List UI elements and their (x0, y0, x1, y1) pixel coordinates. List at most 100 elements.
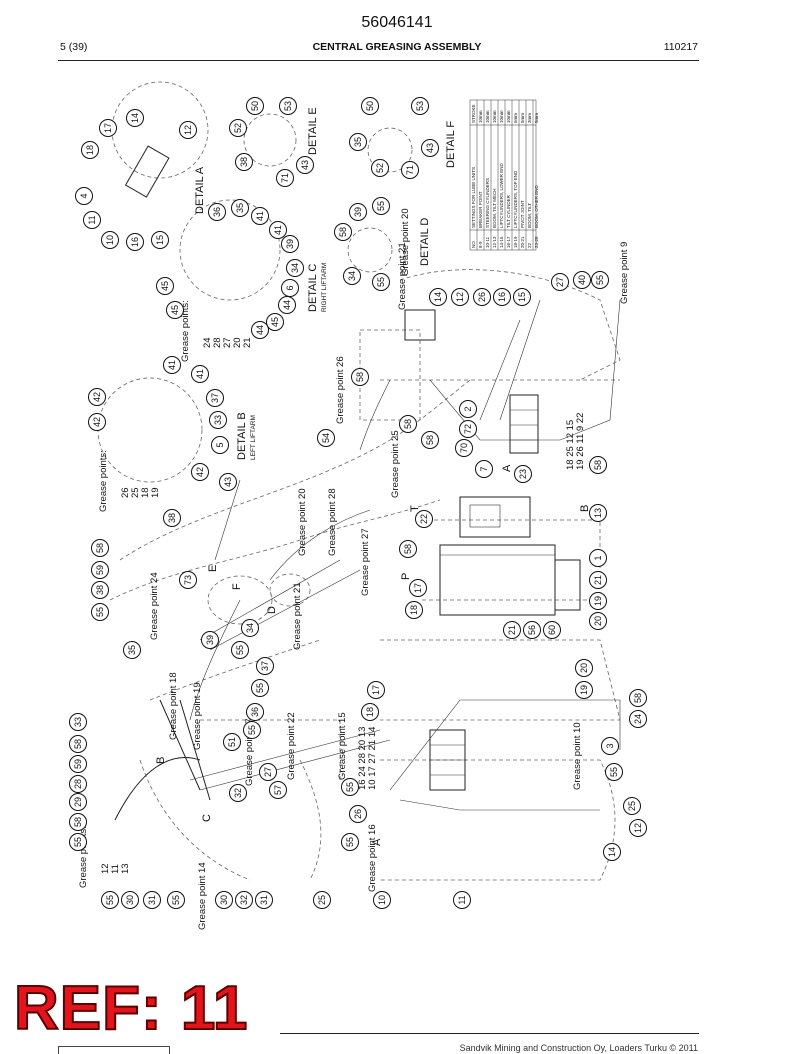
callout-23: 23 (514, 465, 532, 483)
grease-points-list-value: 21 (242, 337, 253, 348)
callout-number: 58 (403, 544, 413, 554)
callout-number: 42 (92, 392, 102, 402)
callout-1: 1 (589, 549, 607, 567)
settings-table-cell: PIVOT JOINT (520, 200, 525, 228)
settings-table-cell: 18-19 (513, 236, 518, 248)
grease-point-14-label: Grease point 14 (197, 862, 208, 930)
callout-71: 71 (401, 161, 419, 179)
view-letter-p: P (400, 573, 412, 580)
grease-points-list-value: 13 (120, 863, 131, 874)
grease-point-15-label: Grease point 15 (337, 712, 348, 780)
callout-55: 55 (251, 679, 269, 697)
callout-number: 44 (282, 300, 292, 310)
callout-number: 31 (259, 895, 269, 905)
callout-number: 17 (103, 123, 113, 133)
callout-number: 28 (73, 779, 83, 789)
callout-number: 10 (377, 895, 387, 905)
callout-29: 29 (69, 793, 87, 811)
header-rule (58, 60, 699, 61)
view-letter-a: A (371, 838, 383, 846)
callout-58: 58 (351, 368, 369, 386)
settings-table-cell: 5mm (534, 113, 539, 123)
view-letter-e: E (207, 565, 219, 572)
grease-points-list-title: Grease points: (180, 300, 191, 362)
callout-number: 29 (73, 797, 83, 807)
grease-points-list-detail-c: Grease points: 24 28 27 20 21 (180, 300, 253, 362)
callout-number: 32 (233, 788, 243, 798)
callout-number: 41 (255, 211, 265, 221)
callout-12: 12 (629, 819, 647, 837)
callout-number: 1 (593, 555, 603, 560)
callout-55: 55 (231, 641, 249, 659)
callout-number: 42 (195, 467, 205, 477)
callout-21: 21 (503, 621, 521, 639)
view-letter-d: D (266, 606, 278, 614)
callout-number: 18 (409, 605, 419, 615)
callout-11: 11 (453, 891, 471, 909)
callout-18: 18 (361, 703, 379, 721)
callout-number: 13 (593, 508, 603, 518)
callout-number: 37 (210, 393, 220, 403)
grease-points-list-front: Grease points: 12 11 13 (78, 826, 131, 888)
document-code: 110217 (663, 41, 698, 53)
callout-38: 38 (91, 581, 109, 599)
grease-point-25-label: Grease point 25 (390, 430, 401, 498)
settings-table-cell: 10mm (499, 110, 504, 123)
detail-e-title: DETAIL E (307, 107, 319, 155)
callout-number: 4 (79, 193, 89, 198)
callout-14: 14 (429, 288, 447, 306)
callout-number: 45 (170, 305, 180, 315)
callout-19: 19 (575, 681, 593, 699)
callout-number: 31 (147, 895, 157, 905)
callout-number: 55 (247, 725, 257, 735)
callout-number: 50 (250, 101, 260, 111)
callout-19: 19 (589, 592, 607, 610)
callout-number: 7 (479, 466, 489, 471)
callout-number: 17 (413, 583, 423, 593)
callout-number: 52 (233, 123, 243, 133)
callout-42: 42 (88, 413, 106, 431)
callout-number: 72 (463, 424, 473, 434)
callout-44: 44 (251, 321, 269, 339)
callout-53: 53 (279, 97, 297, 115)
callout-32: 32 (229, 784, 247, 802)
callout-12: 12 (179, 121, 197, 139)
callout-number: 14 (130, 113, 140, 123)
detail-d-title: DETAIL D (419, 218, 431, 266)
settings-table-cell: 14-15 (499, 236, 504, 248)
callout-number: 58 (338, 227, 348, 237)
callout-17: 17 (367, 681, 385, 699)
callout-number: 35 (353, 137, 363, 147)
grease-point-9-label: Grease point 9 (619, 242, 630, 304)
callout-18: 18 (405, 601, 423, 619)
callout-41: 41 (191, 365, 209, 383)
grease-points-list-value: 27 (222, 337, 233, 348)
grease-points-list-value: 25 (130, 487, 141, 498)
view-letter-c: C (201, 814, 213, 822)
callout-45: 45 (166, 301, 184, 319)
callout-number: 55 (376, 201, 386, 211)
callout-55: 55 (101, 891, 119, 909)
callout-18: 18 (81, 141, 99, 159)
callout-58: 58 (589, 456, 607, 474)
callout-58: 58 (629, 689, 647, 707)
callout-34: 34 (241, 619, 259, 637)
callout-number: 41 (195, 369, 205, 379)
callout-number: 34 (245, 623, 255, 633)
callout-number: 43 (425, 143, 435, 153)
callout-39: 39 (201, 631, 219, 649)
grease-point-labels: Grease point 9 Grease point 10 Grease po… (149, 208, 630, 930)
callout-31: 31 (255, 891, 273, 909)
callout-number: 26 (353, 809, 363, 819)
callout-58: 58 (334, 223, 352, 241)
callout-37: 37 (256, 657, 274, 675)
settings-table-cell: 10mm (492, 110, 497, 123)
callout-16: 16 (493, 288, 511, 306)
callout-55: 55 (243, 721, 261, 739)
detail-f-title: DETAIL F (445, 121, 457, 168)
view-letter-b-valve: B (579, 505, 591, 512)
callout-number: 71 (405, 165, 415, 175)
callout-number: 50 (365, 101, 375, 111)
callout-55: 55 (69, 833, 87, 851)
